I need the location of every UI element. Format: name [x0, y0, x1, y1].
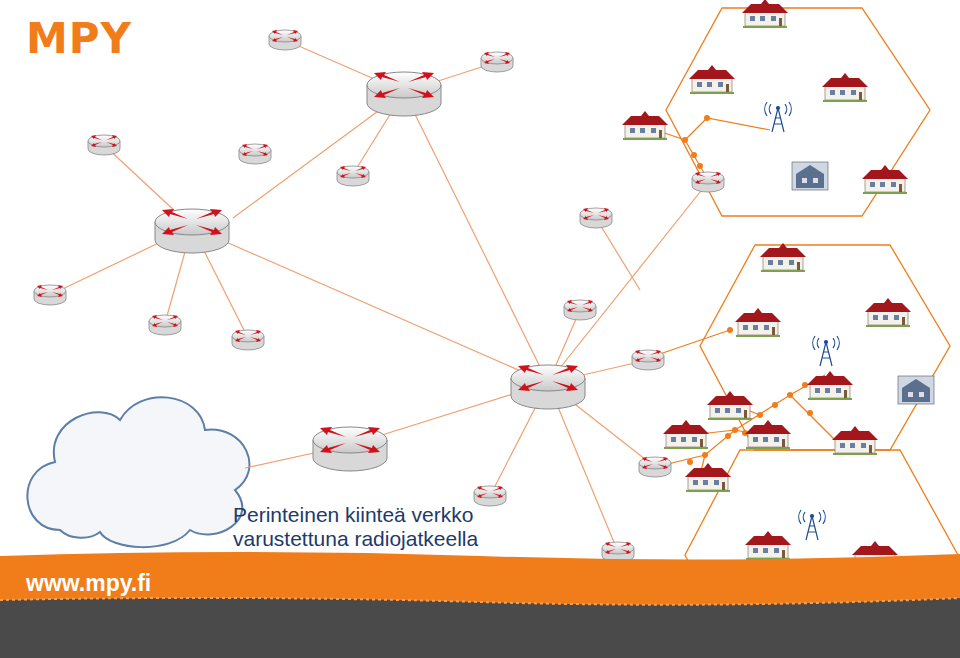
slide-caption: Perinteinen kiinteä verkko varustettuna … [233, 503, 495, 551]
brand-logo: MPY [26, 14, 132, 63]
website-url: www.mpy.fi [26, 570, 151, 597]
